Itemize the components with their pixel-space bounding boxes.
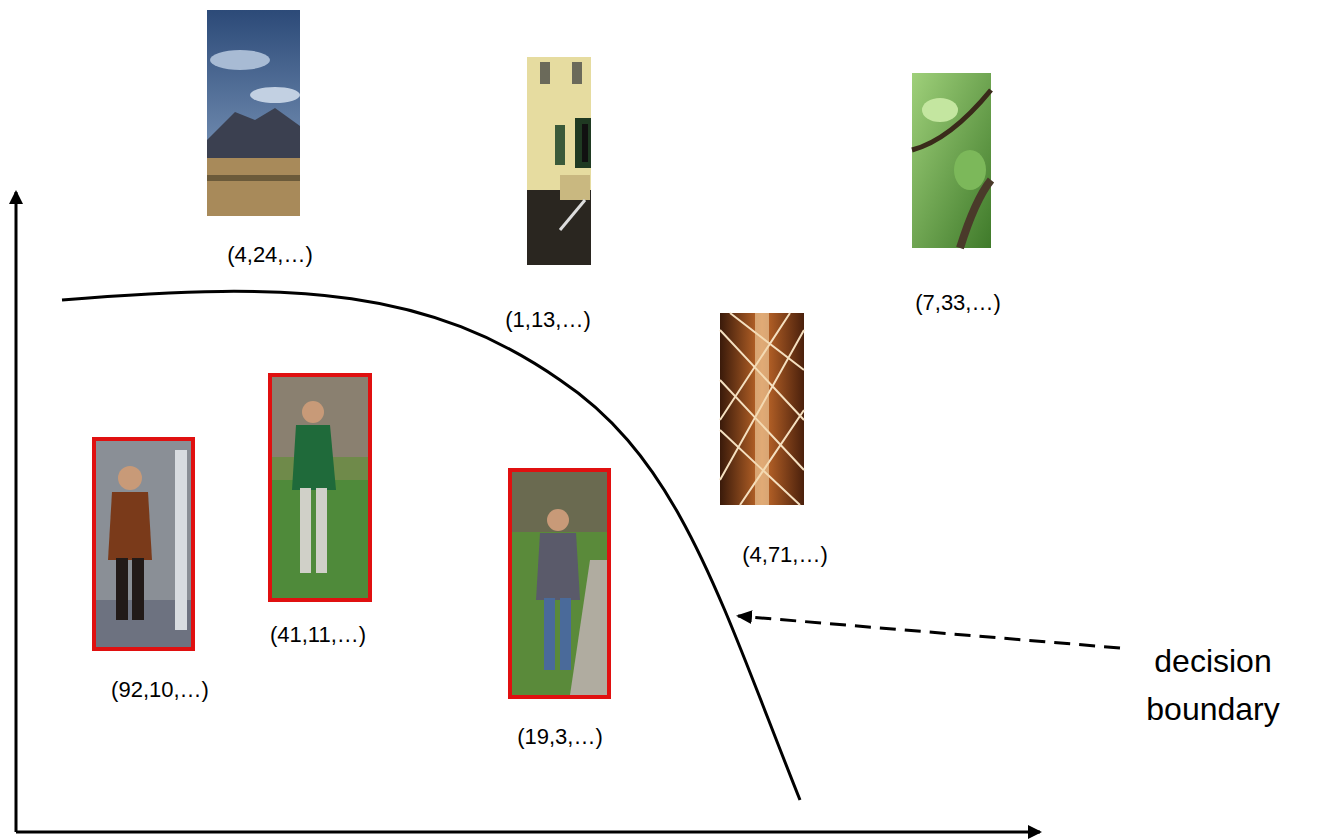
building-photo [527, 57, 591, 265]
pedestrian-photo [270, 375, 370, 600]
feature-vector: (41,11,…) [267, 622, 369, 648]
feature-vector: (92,10,…) [108, 677, 212, 703]
feature-vector: (1,13,…) [502, 307, 594, 333]
callout-label: decision boundary [1125, 636, 1301, 734]
pedestrian-photo [94, 439, 193, 649]
tower-photo [720, 313, 804, 505]
feature-vector: (4,24,…) [224, 242, 316, 268]
feature-vector: (7,33,…) [912, 290, 1004, 316]
axes [16, 192, 1040, 832]
landscape-photo [207, 10, 300, 216]
feature-vector: (19,3,…) [514, 724, 606, 750]
pedestrian-photo [510, 470, 609, 697]
feature-vector: (4,71,…) [739, 542, 831, 568]
foliage-photo [912, 73, 991, 248]
boundary-curve [62, 291, 800, 800]
pointer-arrow [738, 616, 1120, 648]
